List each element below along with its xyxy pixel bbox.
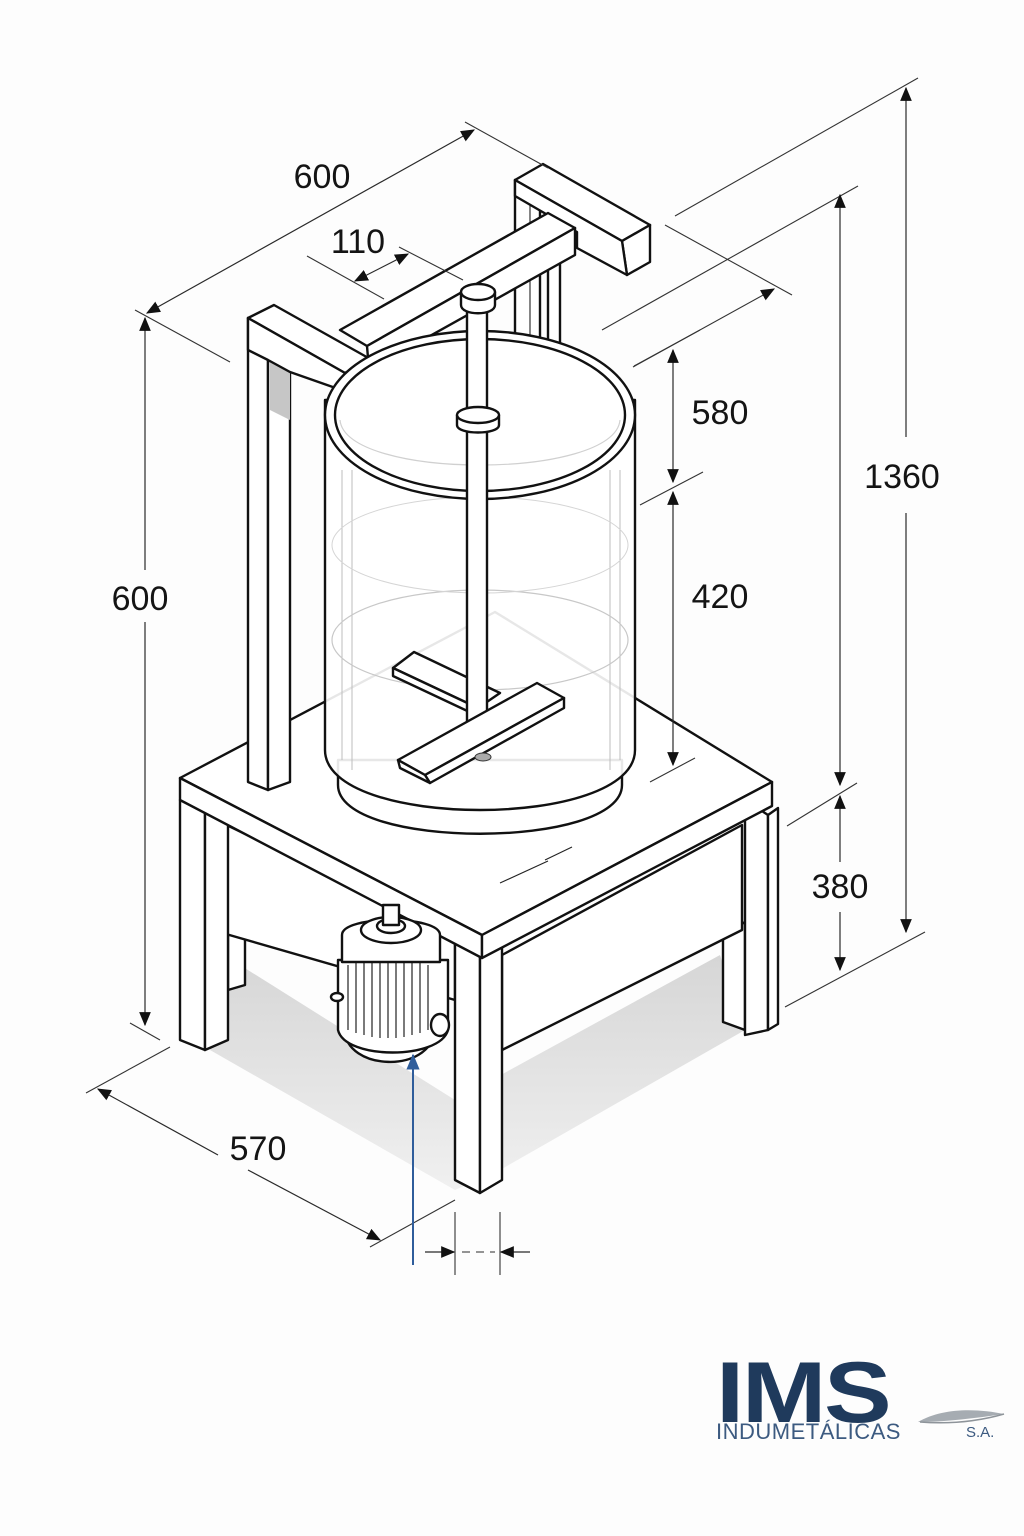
logo-wordmark: IMS [716, 1345, 892, 1441]
agitator [391, 282, 566, 785]
logo-suffix: S.A. [966, 1424, 995, 1441]
dim-label-overall-height: 1360 [864, 458, 940, 496]
motor-fins [347, 961, 429, 1038]
logo-subtitle: INDUMETÁLICAS [716, 1419, 901, 1444]
shaft [465, 298, 489, 732]
dim-top-width: 600 [134, 121, 549, 363]
dim-label-frame-height: 600 [112, 580, 169, 618]
company-logo: IMS INDUMETÁLICAS S.A. [716, 1350, 1016, 1460]
dim-frame-height: 600 [112, 316, 169, 1041]
dim-overall-height: 1360 [784, 86, 940, 1008]
dim-label-lower-tank: 420 [692, 578, 749, 616]
dim-label-upper-tank: 580 [692, 394, 749, 432]
dim-label-top-width: 600 [294, 158, 351, 196]
dim-upper-tank: 580 [633, 329, 749, 506]
shaft-collar [455, 405, 501, 434]
dim-label-stand-depth: 570 [230, 1130, 287, 1168]
dim-stand-height: 380 [812, 794, 869, 972]
dimensions: 600 110 580 420 [85, 77, 940, 1275]
dim-label-stand-height: 380 [812, 868, 869, 906]
dim-label-shaft-offset: 110 [331, 223, 385, 261]
frame-post-front [246, 316, 292, 792]
motor [329, 903, 451, 1064]
dim-shaft-offset: 110 [306, 223, 464, 300]
frame-top-block-back [513, 162, 652, 277]
logo-swoosh-icon [918, 1410, 1005, 1424]
dim-leg-width [425, 1212, 530, 1275]
shaft-top-cap [459, 282, 497, 315]
tank-reflections [341, 470, 621, 770]
stand-leg-front-center [453, 933, 504, 1195]
dim-lower-tank: 420 [649, 490, 749, 783]
stand-leg-front-right [743, 798, 780, 1037]
stand-leg-front-left [178, 798, 230, 1052]
